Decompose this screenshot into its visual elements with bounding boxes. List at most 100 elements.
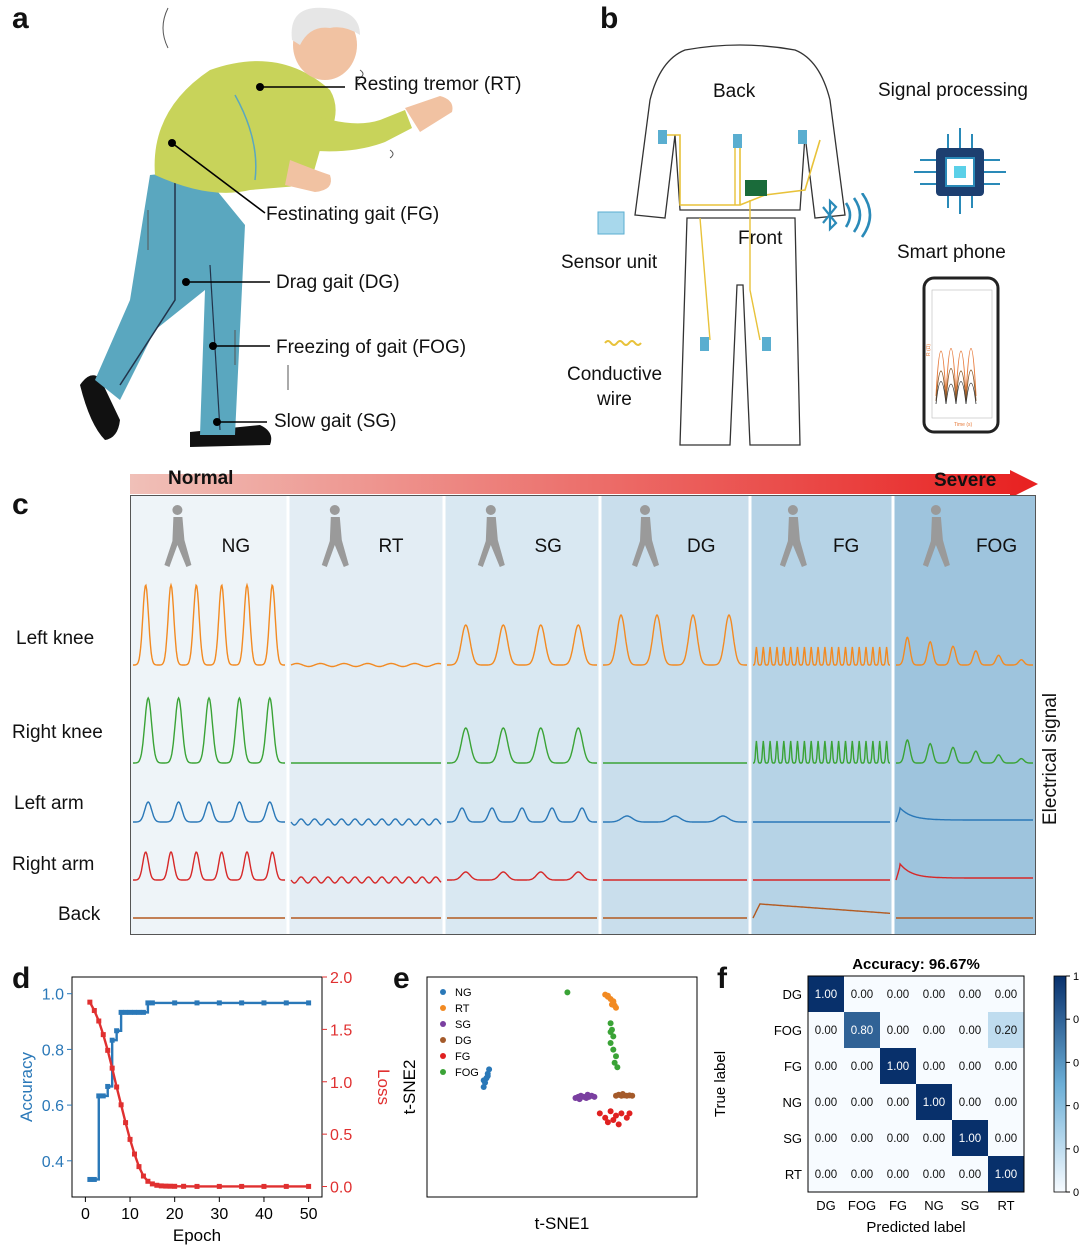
x-tick-label: 0	[81, 1206, 90, 1223]
confusion-cell-value: 0.00	[959, 1061, 981, 1073]
scatter-point-fg	[626, 1110, 633, 1117]
row-label-ng: NG	[783, 1095, 803, 1110]
trace-right-knee-ng	[133, 696, 285, 764]
series-point-accuracy	[127, 1009, 133, 1015]
scatter-point-fog	[607, 1029, 614, 1035]
confusion-cell	[880, 976, 916, 1012]
x-tick-label: 50	[300, 1206, 318, 1223]
col-label-fg: FG	[889, 1198, 907, 1213]
confusion-cell	[916, 1084, 952, 1120]
confusion-cell-value: 0.80	[851, 1025, 873, 1037]
scatter-point-fog	[607, 1040, 614, 1046]
confusion-cell	[844, 1012, 880, 1048]
confusion-frame	[807, 975, 1025, 1193]
trace-right-arm-rt	[290, 876, 442, 884]
y-tick-label: 1.0	[42, 987, 64, 1004]
row-label-right-arm: Right arm	[12, 854, 95, 875]
confusion-cell-value: 0.00	[887, 1169, 909, 1181]
series-point-accuracy	[100, 1093, 106, 1099]
series-point-loss	[100, 1032, 106, 1038]
series-point-accuracy	[145, 1000, 151, 1006]
col-label-dg: DG	[816, 1198, 836, 1213]
y2-tick-label: 1.0	[330, 1075, 352, 1092]
scatter-point-fg	[623, 1114, 630, 1121]
confusion-cell	[952, 1012, 988, 1048]
col-label-fog: FOG	[848, 1198, 876, 1213]
series-point-loss	[163, 1183, 169, 1189]
series-point-accuracy	[283, 1000, 289, 1006]
series-point-loss	[158, 1183, 164, 1189]
series-point-loss	[149, 1181, 155, 1187]
series-point-accuracy	[136, 1009, 142, 1015]
confusion-cell	[988, 1012, 1024, 1048]
confusion-cell	[808, 1156, 844, 1192]
gait-label-rt: RT	[378, 536, 403, 557]
confusion-cell-value: 0.00	[923, 1061, 945, 1073]
col-label-rt: RT	[997, 1198, 1014, 1213]
scatter-point-fg	[602, 1114, 609, 1121]
confusion-cell	[844, 976, 880, 1012]
legend-label-dg: DG	[455, 1035, 472, 1047]
confusion-cell	[916, 976, 952, 1012]
y-tick-label: 0.4	[42, 1154, 64, 1171]
label-sensor-unit: Sensor unit	[561, 252, 658, 273]
confusion-cell-value: 0.00	[923, 1025, 945, 1037]
row-label-right-knee: Right knee	[12, 722, 103, 743]
series-point-accuracy	[105, 1083, 111, 1089]
label-signal-processing: Signal processing	[878, 80, 1028, 101]
scatter-point-fg	[618, 1110, 625, 1117]
confusion-cell-value: 0.00	[851, 1133, 873, 1145]
confusion-cell-value: 0.00	[959, 1025, 981, 1037]
scatter-point-fog	[614, 1064, 621, 1071]
gait-label-ng: NG	[222, 536, 251, 557]
confusion-cell	[988, 1048, 1024, 1084]
confusion-cell	[844, 1084, 880, 1120]
scatter-point-fg	[596, 1110, 603, 1117]
panel-letter-b: b	[600, 2, 619, 35]
legend-marker	[440, 1053, 446, 1059]
x-axis-label: Predicted label	[866, 1219, 965, 1236]
chart-d-frame	[71, 976, 323, 1198]
panel-letter-e: e	[393, 962, 410, 995]
colorbar-tick-label: 0.4	[1073, 1101, 1080, 1113]
panel-letter-c: c	[12, 488, 29, 521]
trace-left-knee-fog	[896, 636, 1033, 666]
confusion-cell	[988, 976, 1024, 1012]
confusion-cell-value: 0.00	[851, 989, 873, 1001]
series-point-accuracy	[149, 1000, 155, 1006]
scatter-point-ng	[486, 1066, 493, 1073]
confusion-cell	[916, 1120, 952, 1156]
colorbar-tick-label: 0.8	[1073, 1014, 1080, 1026]
confusion-cell-value: 0.20	[995, 1025, 1017, 1037]
gait-bg-dg	[600, 495, 750, 935]
col-label-sg: SG	[961, 1198, 980, 1213]
scatter-point-fg	[610, 1117, 617, 1123]
confusion-cell-value: 0.00	[887, 1097, 909, 1109]
series-point-accuracy	[216, 1000, 222, 1006]
confusion-cell-value: 0.00	[815, 1061, 837, 1073]
y2-axis-label: Loss	[374, 1069, 393, 1105]
series-point-accuracy	[261, 1000, 267, 1006]
row-label-back: Back	[58, 904, 101, 925]
scatter-point-dg	[619, 1091, 626, 1098]
series-point-loss	[136, 1164, 142, 1170]
confusion-cell	[880, 1084, 916, 1120]
label-front: Front	[738, 228, 783, 249]
series-point-loss	[123, 1120, 129, 1126]
bluetooth-icon	[822, 193, 872, 238]
smart-phone-icon: R (Ω) Time (s)	[922, 276, 1000, 434]
legend-marker	[440, 1021, 446, 1027]
confusion-cell-value: 0.00	[959, 1097, 981, 1109]
confusion-cell-value: 0.00	[923, 1169, 945, 1181]
gait-label-fg: FG	[833, 536, 859, 557]
series-point-accuracy	[194, 1000, 200, 1006]
y-axis-label: Accuracy	[17, 1052, 36, 1122]
confusion-cell-value: 0.00	[995, 1097, 1017, 1109]
scatter-point-fog	[564, 989, 571, 996]
series-point-accuracy	[132, 1009, 137, 1015]
confusion-cell	[880, 1156, 916, 1192]
gait-label-fog: FOG	[976, 536, 1017, 557]
y-tick-label: 0.6	[42, 1098, 64, 1115]
confusion-cell-value: 0.00	[959, 989, 981, 1001]
series-point-loss	[114, 1084, 120, 1090]
